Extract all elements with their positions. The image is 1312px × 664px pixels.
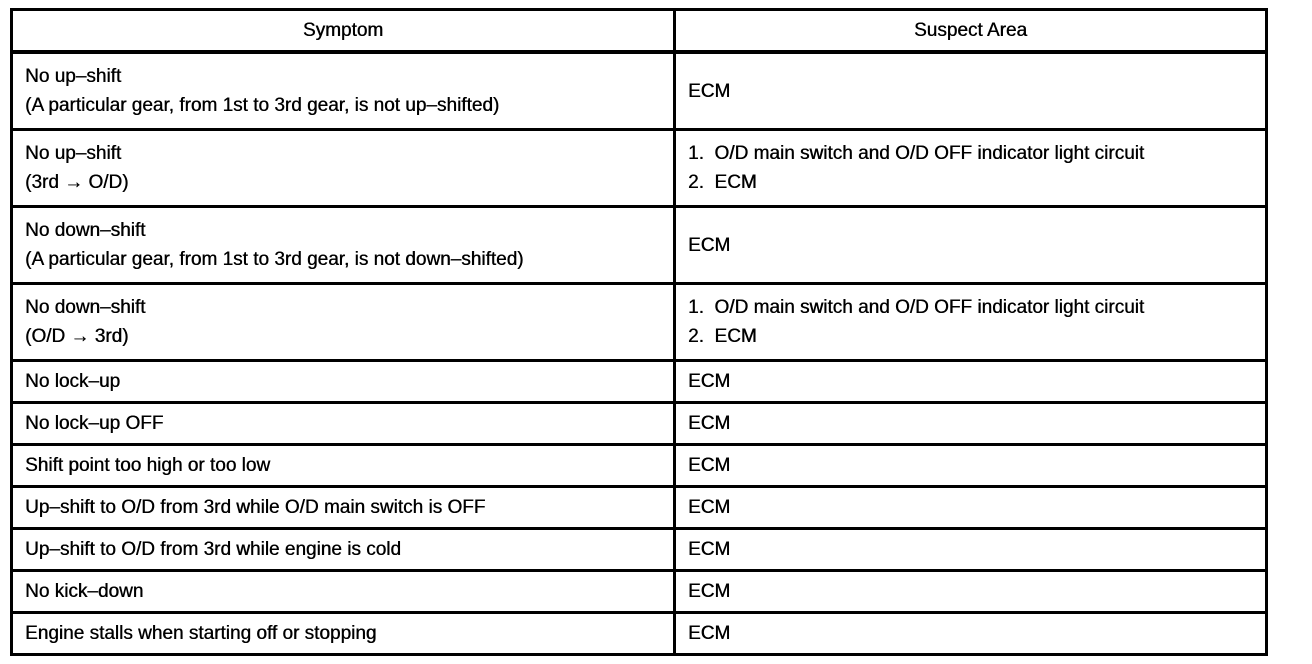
column-header-symptom: Symptom [13, 11, 676, 50]
suspect-area-line: ECM [688, 413, 731, 434]
table-row: No up–shift (A particular gear, from 1st … [13, 50, 1265, 128]
table-row: Engine stalls when starting off or stopp… [13, 611, 1265, 653]
suspect-area-line: 2. ECM [688, 172, 757, 193]
symptom-line: (3rd → O/D) [25, 172, 129, 193]
table-body: No up–shift (A particular gear, from 1st … [13, 50, 1265, 653]
suspect-area-line: 2. ECM [688, 326, 757, 347]
table-cell-symptom: No up–shift (A particular gear, from 1st … [13, 54, 676, 128]
symptom-line: (O/D → 3rd) [25, 326, 129, 347]
table-cell-symptom: Up–shift to O/D from 3rd while O/D main … [13, 488, 676, 527]
table-cell-suspect-area: ECM [676, 54, 1265, 128]
symptom-line: No up–shift [25, 66, 122, 87]
symptom-line: No down–shift [25, 297, 146, 318]
symptom-line: (A particular gear, from 1st to 3rd gear… [25, 249, 524, 270]
suspect-area-line: ECM [688, 581, 731, 602]
table-cell-suspect-area: ECM [676, 572, 1265, 611]
symptom-line: (A particular gear, from 1st to 3rd gear… [25, 95, 500, 116]
suspect-area-line: 1. O/D main switch and O/D OFF indicator… [688, 143, 1145, 164]
symptom-line: Shift point too high or too low [25, 455, 271, 476]
table-cell-suspect-area: ECM [676, 208, 1265, 282]
table-cell-suspect-area: ECM [676, 362, 1265, 401]
column-header-suspect-area: Suspect Area [913, 20, 1028, 41]
table-cell-suspect-area: 1. O/D main switch and O/D OFF indicator… [676, 131, 1265, 205]
symptom-line: No kick–down [25, 581, 144, 602]
suspect-area-line: ECM [688, 539, 731, 560]
table-cell-symptom: No down–shift (O/D → 3rd) [13, 285, 676, 359]
symptom-line: Engine stalls when starting off or stopp… [25, 623, 377, 644]
symptom-line: No lock–up OFF [25, 413, 164, 434]
suspect-area-line: ECM [688, 371, 731, 392]
table-row: No up–shift (3rd → O/D) 1. O/D main switc… [13, 128, 1265, 205]
table-cell-symptom: Up–shift to O/D from 3rd while engine is… [13, 530, 676, 569]
table-cell-suspect-area: ECM [676, 446, 1265, 485]
table-row: No lock–up OFF ECM [13, 401, 1265, 443]
table-row: No kick–down ECM [13, 569, 1265, 611]
table-cell-suspect-area: ECM [676, 530, 1265, 569]
table-cell-suspect-area: ECM [676, 404, 1265, 443]
table-header-row: Symptom Suspect Area [13, 11, 1265, 50]
table-cell-symptom: Engine stalls when starting off or stopp… [13, 614, 676, 653]
table-cell-symptom: No kick–down [13, 572, 676, 611]
table-row: Up–shift to O/D from 3rd while engine is… [13, 527, 1265, 569]
troubleshooting-table: Symptom Suspect Area No up–shift (A parti… [10, 8, 1268, 656]
table-row: Up–shift to O/D from 3rd while O/D main … [13, 485, 1265, 527]
table-row: No lock–up ECM [13, 359, 1265, 401]
table-cell-suspect-area: 1. O/D main switch and O/D OFF indicator… [676, 285, 1265, 359]
suspect-area-line: ECM [688, 234, 731, 256]
table-cell-symptom: No lock–up [13, 362, 676, 401]
table-cell-suspect-area: ECM [676, 614, 1265, 653]
table-cell-symptom: No lock–up OFF [13, 404, 676, 443]
symptom-line: Up–shift to O/D from 3rd while engine is… [25, 539, 401, 560]
suspect-area-line: ECM [688, 455, 731, 476]
symptom-line: No down–shift [25, 220, 146, 241]
symptom-line: Up–shift to O/D from 3rd while O/D main … [25, 497, 486, 518]
suspect-area-line: ECM [688, 623, 731, 644]
table-cell-suspect-area: ECM [676, 488, 1265, 527]
symptom-line: No up–shift [25, 143, 122, 164]
suspect-area-line: ECM [688, 80, 731, 102]
table-cell-symptom: Shift point too high or too low [13, 446, 676, 485]
suspect-area-line: ECM [688, 497, 731, 518]
symptom-line: No lock–up [25, 371, 121, 392]
table-row: No down–shift (A particular gear, from 1s… [13, 205, 1265, 282]
table-cell-symptom: No down–shift (A particular gear, from 1s… [13, 208, 676, 282]
table-row: No down–shift (O/D → 3rd) 1. O/D main swi… [13, 282, 1265, 359]
suspect-area-line: 1. O/D main switch and O/D OFF indicator… [688, 297, 1145, 318]
table-cell-symptom: No up–shift (3rd → O/D) [13, 131, 676, 205]
table-row: Shift point too high or too low ECM [13, 443, 1265, 485]
